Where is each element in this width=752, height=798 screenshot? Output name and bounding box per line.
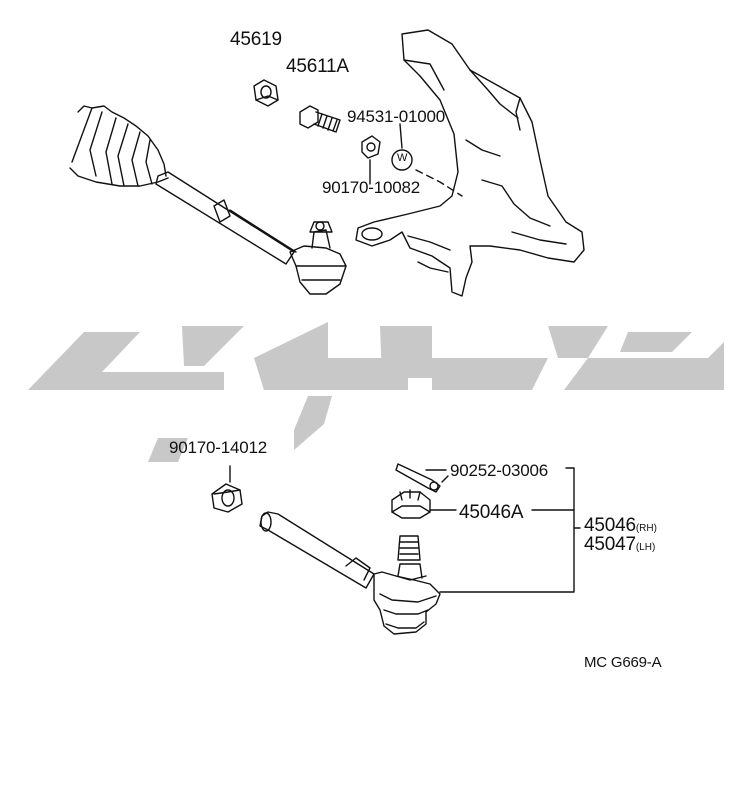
- inner-tie-rod: [155, 171, 297, 265]
- label-90252-03006: 90252-03006: [450, 461, 549, 480]
- upper-tie-rod-end: [289, 221, 347, 295]
- steering-knuckle: [355, 29, 585, 297]
- part-45046: 45046: [584, 515, 636, 536]
- side-lh: (LH): [635, 542, 656, 553]
- label-94531-01000: 94531-01000: [347, 107, 446, 126]
- label-45611A: 45611A: [286, 56, 349, 77]
- cotter-pin-90252: [395, 463, 449, 493]
- castle-nut-45046A: [391, 489, 457, 519]
- bolt-45611A: [299, 105, 341, 133]
- drawing-code: MC G669-A: [584, 654, 662, 671]
- label-90170-14012: 90170-14012: [169, 438, 268, 457]
- side-rh: (RH): [635, 523, 657, 534]
- nut-90170-10082: [361, 135, 381, 185]
- label-45046A: 45046A: [459, 502, 524, 523]
- nut-45619: [253, 79, 279, 107]
- steering-rack-boot: [69, 105, 169, 187]
- nut-90170-14012: [211, 465, 243, 513]
- part-45047: 45047: [584, 534, 636, 555]
- assembly-bracket: [425, 467, 581, 593]
- leader-94531: [399, 123, 403, 149]
- washer-94531: [391, 149, 413, 171]
- label-45619: 45619: [230, 29, 282, 50]
- washer-leader: [415, 169, 463, 197]
- label-45046-rh: 45046(RH): [584, 515, 657, 537]
- label-washer-mark: W: [397, 152, 408, 164]
- lower-tie-rod-end: [259, 511, 441, 635]
- label-90170-10082: 90170-10082: [322, 178, 421, 197]
- label-45047-lh: 45047(LH): [584, 534, 655, 556]
- watermark-logo: [28, 322, 724, 462]
